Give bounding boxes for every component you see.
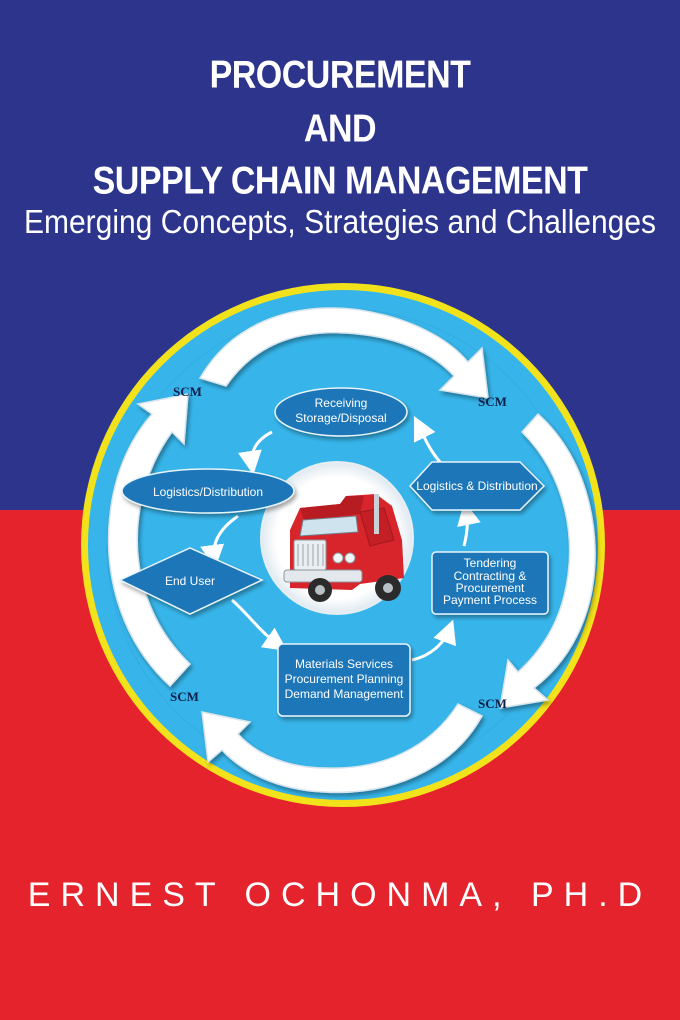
node-logistics-and-distribution — [408, 461, 546, 511]
scm-label-top-left: SCM — [173, 384, 202, 399]
title-line-2: AND — [303, 107, 377, 151]
subtitle: Emerging Concepts, Strategies and Challe… — [23, 203, 657, 241]
node-tendering-label-2: Contracting & — [454, 569, 527, 583]
node-tendering-label-1: Tendering — [464, 556, 517, 570]
arrow-right-icon — [499, 412, 596, 709]
node-logistics-right-label: Logistics & Distribution — [416, 479, 537, 493]
node-logistics-distribution — [121, 468, 295, 514]
arrow-bottom-icon — [201, 703, 484, 794]
center-truck-emblem — [260, 461, 414, 615]
node-end-user-label: End User — [165, 574, 215, 588]
arrow-top-icon — [198, 307, 489, 399]
node-receiving-storage — [274, 387, 408, 437]
node-end-user — [118, 547, 264, 615]
scm-label-top-right: SCM — [478, 394, 507, 409]
title-line-3: SUPPLY CHAIN MANAGEMENT — [92, 159, 588, 203]
inner-flow-arrows — [200, 415, 481, 662]
author-name: ERNEST OCHONMA, PH.D — [27, 876, 653, 914]
outer-cycle-arrows — [107, 307, 596, 794]
node-materials-services — [277, 643, 411, 717]
node-receiving-label-2: Storage/Disposal — [295, 411, 386, 425]
scm-label-bottom-left: SCM — [170, 689, 199, 704]
node-materials-label-1: Materials Services — [295, 657, 393, 671]
node-materials-label-2: Procurement Planning — [285, 672, 404, 686]
node-materials-label-3: Demand Management — [285, 687, 404, 701]
node-tendering-label-3: Procurement — [456, 581, 525, 595]
node-receiving-label-1: Receiving — [315, 396, 368, 410]
node-logistics-left-label: Logistics/Distribution — [153, 485, 263, 499]
truck-icon — [283, 494, 404, 602]
node-tendering-contracting — [431, 551, 549, 615]
scm-label-bottom-right: SCM — [478, 696, 507, 711]
node-tendering-label-4: Payment Process — [443, 593, 537, 607]
title-line-1: PROCUREMENT — [209, 53, 471, 97]
